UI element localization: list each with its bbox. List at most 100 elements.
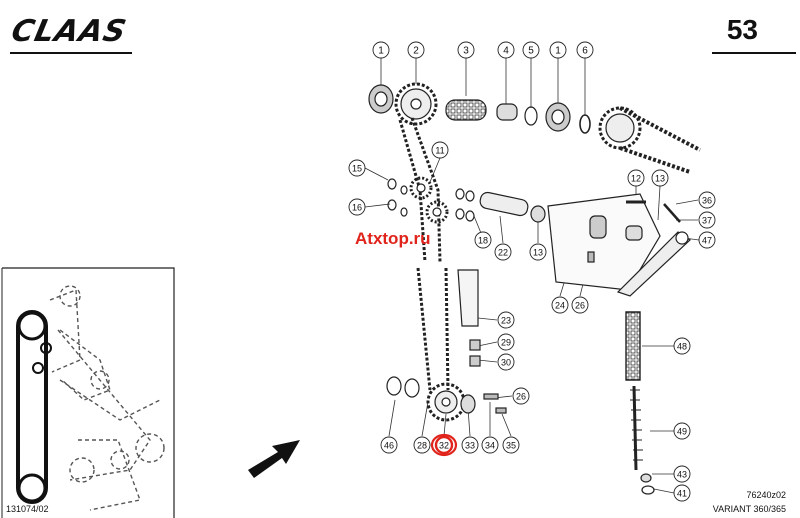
callout-label: 11 [435,146,444,156]
page-number: 53 [726,14,758,45]
callout-c4: 4 [497,41,515,59]
callout-circle [457,41,475,59]
callout-c33: 33 [461,436,479,454]
callout-c22: 22 [494,243,512,261]
callout-circle [502,436,520,454]
callout-label: 30 [501,358,511,368]
callout-circle [497,333,515,351]
callout-circle [522,41,540,59]
callout-c18: 18 [474,231,492,249]
callout-label: 2 [413,46,419,57]
callout-circle [497,353,515,371]
callout-circle [348,159,366,177]
direction-arrow [248,440,300,478]
callout-label: 26 [516,392,526,402]
callout-circle [481,436,499,454]
callout-label: 18 [478,236,488,246]
callout-circle [497,311,515,329]
callout-circle [571,296,589,314]
callout-circle [407,41,425,59]
callout-circle [698,191,716,209]
callout-label: 43 [677,470,687,480]
callout-label: 1 [378,46,384,57]
drawing-code-left: 131074/02 [6,504,49,514]
callout-circle [627,169,645,187]
callout-c1b: 1 [549,41,567,59]
callout-label: 15 [352,164,362,174]
overview-inset [1,267,175,518]
callout-c37: 37 [698,211,716,229]
header-rule-right [712,52,796,54]
callout-circle [431,141,449,159]
variant-label: VARIANT 360/365 [712,504,786,514]
highlight-ring [430,433,458,457]
callout-circle [549,41,567,59]
callout-c1a: 1 [372,41,390,59]
callout-label: 48 [677,342,687,352]
callout-c24: 24 [551,296,569,314]
callout-circle [698,231,716,249]
callout-c26b: 26 [512,387,530,405]
callout-label: 29 [501,338,511,348]
callout-label: 5 [528,46,534,57]
callout-label: 33 [465,441,475,451]
callout-c48: 48 [673,337,691,355]
callout-label: 13 [655,174,665,184]
callout-label: 35 [506,441,516,451]
header-rule-left [10,52,132,54]
callout-label: 1 [555,46,561,57]
callout-circle [673,465,691,483]
parts [368,82,701,495]
callout-circle [348,198,366,216]
callout-c15: 15 [348,159,366,177]
callout-circle [576,41,594,59]
callout-label: 49 [677,427,687,437]
callout-c36: 36 [698,191,716,209]
callout-c16: 16 [348,198,366,216]
callout-c6: 6 [576,41,594,59]
callout-label: 4 [503,46,509,57]
callout-c49: 49 [673,422,691,440]
callout-circle [372,41,390,59]
callout-label: 28 [417,441,427,451]
callout-label: 16 [352,203,362,213]
callout-circle [651,169,669,187]
callout-c41: 41 [673,484,691,502]
callout-circle [497,41,515,59]
callout-c23: 23 [497,311,515,329]
callout-c43: 43 [673,465,691,483]
callout-c5: 5 [522,41,540,59]
callout-label: 32 [439,441,449,451]
callout-c11: 11 [431,141,449,159]
callout-circle [494,243,512,261]
callout-label: 26 [575,301,585,311]
callout-c47: 47 [698,231,716,249]
callout-c13a: 13 [529,243,547,261]
callout-label: 37 [702,216,712,226]
callout-circle [673,422,691,440]
callout-label: 13 [533,248,543,258]
callout-c32: 32 [430,433,458,457]
callout-c26a: 26 [571,296,589,314]
callout-circle [434,435,454,455]
callout-c29: 29 [497,333,515,351]
callout-circle [551,296,569,314]
callout-circle [698,211,716,229]
callout-label: 6 [582,46,588,57]
callout-c28: 28 [413,436,431,454]
callout-circle [529,243,547,261]
callout-c46: 46 [380,436,398,454]
callout-circle [512,387,530,405]
callout-c35: 35 [502,436,520,454]
callout-label: 34 [485,441,495,451]
callout-circle [380,436,398,454]
callout-label: 41 [677,489,687,499]
callout-c13b: 13 [651,169,669,187]
callout-label: 36 [702,196,712,206]
callout-circle [673,337,691,355]
callout-circle [673,484,691,502]
callout-label: 46 [384,441,394,451]
